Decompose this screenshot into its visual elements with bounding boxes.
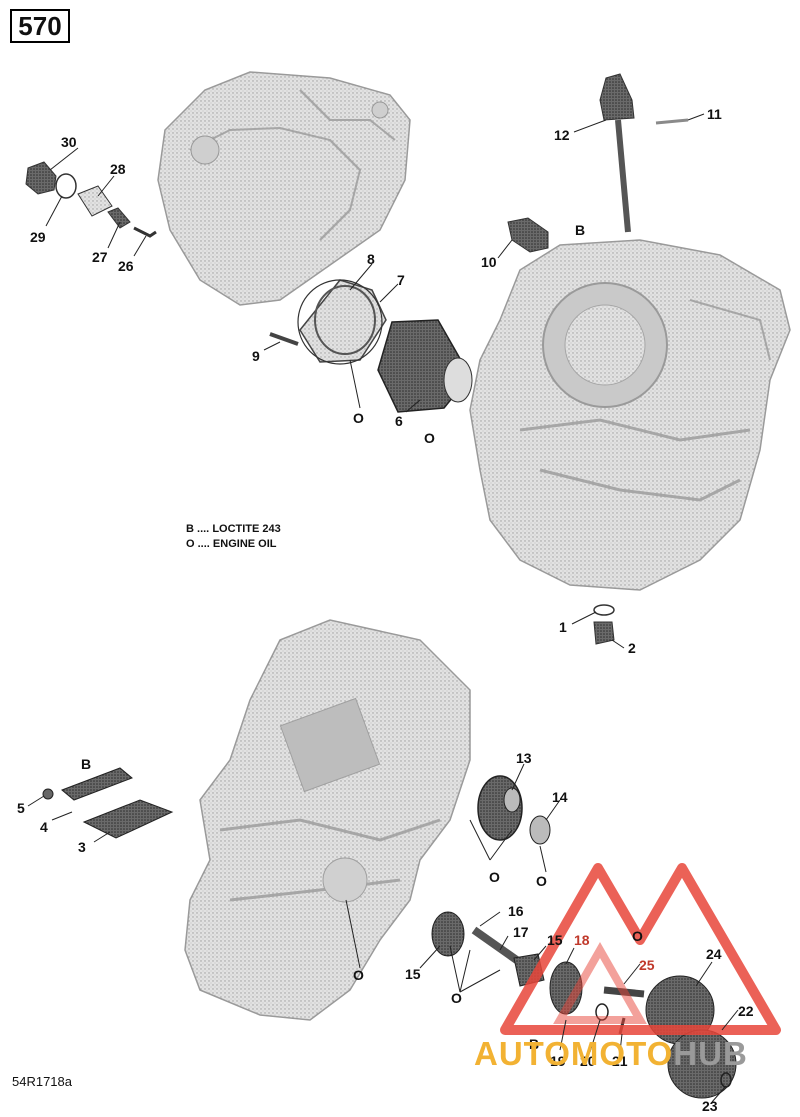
callout-16: 16 <box>508 903 524 919</box>
oil-drop-symbol: O <box>353 967 364 983</box>
callout-2: 2 <box>628 640 636 656</box>
callout-3: 3 <box>78 839 86 855</box>
callout-17: 17 <box>513 924 529 940</box>
loctite-symbol: B <box>81 756 92 772</box>
callout-23: 23 <box>702 1098 718 1114</box>
callout-13: 13 <box>516 750 532 766</box>
oil-drop-symbol: O <box>489 869 500 885</box>
loctite-symbol: B <box>529 1036 540 1052</box>
legend: B .... LOCTITE 243 O .... ENGINE OIL <box>186 522 281 552</box>
callout-6: 6 <box>395 413 403 429</box>
callout-9: 9 <box>252 348 260 364</box>
oil-drop-symbol: O <box>632 928 643 944</box>
oil-filter-cover <box>297 279 387 365</box>
oil-drop-symbol: O <box>451 990 462 1006</box>
legend-row-loctite: B .... LOCTITE 243 <box>186 523 281 535</box>
dipstick-pin <box>655 118 689 125</box>
callout-24: 24 <box>706 946 722 962</box>
callout-11: 11 <box>707 106 722 122</box>
figure-reference: 54R1718a <box>12 1074 72 1089</box>
callout-30: 30 <box>61 134 77 150</box>
callout-14: 14 <box>552 789 568 805</box>
callout-19: 19 <box>550 1053 566 1069</box>
oil-pressure-fitting <box>507 217 549 253</box>
callout-25: 25 <box>639 957 655 973</box>
callout-27: 27 <box>92 249 108 265</box>
oil-drop-symbol: O <box>536 873 547 889</box>
crankcase-half-bottom <box>184 619 471 1021</box>
cover-screw <box>269 332 299 346</box>
dipstick <box>599 73 635 233</box>
crankcase-half-top-right <box>469 239 791 591</box>
oil-pump-drive-gear <box>477 775 551 845</box>
callout-5: 5 <box>17 800 25 816</box>
loctite-symbol: B <box>575 222 586 238</box>
drain-plug <box>593 604 615 645</box>
callout-10: 10 <box>481 254 497 270</box>
callout-4: 4 <box>40 819 48 835</box>
callout-18: 18 <box>574 932 590 948</box>
watermark-logo <box>500 863 781 1035</box>
callout-26: 26 <box>118 258 134 274</box>
callout-15-right: 15 <box>547 932 563 948</box>
crankcase-cover-top-left <box>157 71 411 306</box>
oil-drop-symbol: O <box>353 410 364 426</box>
leader-lines <box>27 113 739 1103</box>
callout-15-left: 15 <box>405 966 421 982</box>
callout-22: 22 <box>738 1003 754 1019</box>
page-number: 570 <box>10 9 70 43</box>
callout-28: 28 <box>110 161 126 177</box>
oil-drop-symbol: O <box>424 430 435 446</box>
callout-7: 7 <box>397 272 405 288</box>
callout-8: 8 <box>367 251 375 267</box>
watermark-text: AUTOMOTOHUB <box>474 1035 748 1072</box>
oil-filter <box>377 319 473 413</box>
legend-row-oil: O .... ENGINE OIL <box>186 538 277 550</box>
callout-21: 21 <box>612 1053 628 1069</box>
callout-29: 29 <box>30 229 46 245</box>
callout-1: 1 <box>559 619 567 635</box>
relief-valve-parts <box>25 161 157 238</box>
oil-strainer <box>42 767 174 839</box>
callout-20: 20 <box>580 1053 596 1069</box>
callout-12: 12 <box>554 127 570 143</box>
